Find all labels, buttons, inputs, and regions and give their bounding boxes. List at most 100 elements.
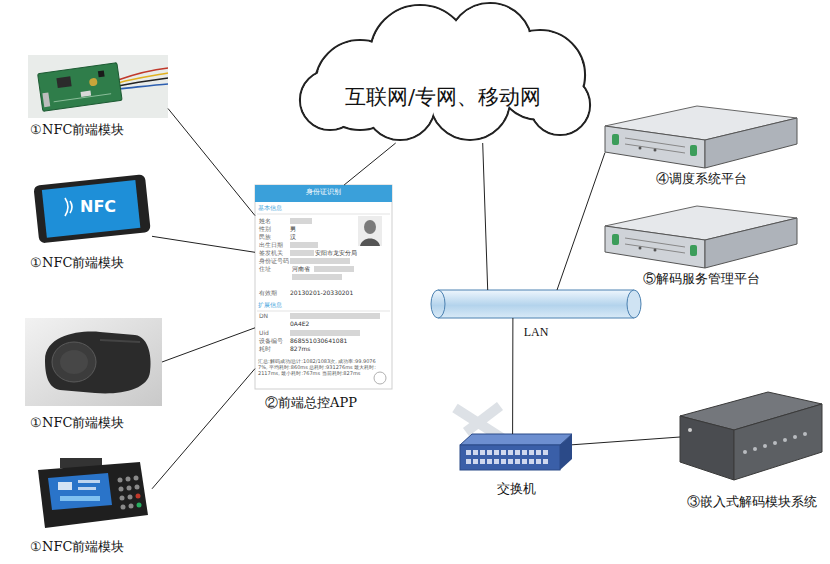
switch-picture	[480, 450, 485, 455]
screen-text: 住址	[259, 266, 271, 273]
app-screenshot	[290, 242, 318, 248]
lan-pipe	[431, 290, 445, 318]
server-picture	[605, 126, 705, 168]
node-caption: ③嵌入式解码模块系统	[687, 495, 817, 510]
switch-picture	[515, 459, 520, 464]
lan-pipe	[431, 290, 641, 318]
screen-text: 签发机关	[259, 250, 283, 257]
switch-picture	[543, 459, 548, 464]
switch-picture	[494, 450, 499, 455]
screen-text: 20130201-20330201	[290, 290, 353, 297]
decoder-device-picture	[743, 432, 807, 454]
server-picture	[690, 245, 697, 256]
screen-text: 河南省	[292, 266, 310, 273]
nfc-phone-picture	[42, 180, 141, 238]
nfc-pos-picture	[58, 482, 72, 490]
switch-picture	[501, 459, 506, 464]
decoder-device-picture	[688, 428, 692, 432]
screen-text: 耗时	[259, 346, 271, 353]
node-caption: ⑤解码服务管理平台	[643, 272, 760, 287]
nfc-phone-picture	[33, 174, 150, 243]
app-screenshot	[290, 330, 360, 336]
lan-pipe	[627, 290, 641, 318]
switch-picture	[522, 459, 527, 464]
screen-text: Uid	[259, 330, 269, 337]
lan-bus: LAN	[431, 290, 641, 318]
app-screenshot	[257, 214, 390, 215]
nfc-band-picture	[52, 342, 96, 382]
screen-text: 安阳市龙安分局	[315, 250, 357, 257]
switch-picture	[480, 459, 485, 464]
switch-picture	[529, 459, 534, 464]
switch-picture	[522, 450, 527, 455]
switch-picture	[536, 450, 541, 455]
nfc-pos-picture	[38, 458, 148, 528]
lan-pipe	[438, 318, 634, 319]
switch-picture	[515, 450, 520, 455]
nfc-phone-picture	[65, 198, 68, 216]
app-screenshot	[255, 185, 392, 202]
node-caption: 交换机	[497, 482, 536, 497]
server-picture	[612, 234, 619, 245]
app-screenshot	[358, 216, 382, 246]
lan-pipe	[438, 290, 634, 291]
switch-picture	[473, 450, 478, 455]
switch-picture	[487, 459, 492, 464]
screen-text: 民族	[259, 234, 271, 241]
connector-line	[483, 143, 488, 290]
node-caption: ②前端总控APP	[265, 396, 357, 411]
app-screenshot	[255, 185, 392, 389]
nfc-board-picture	[81, 91, 92, 97]
connector-line	[572, 437, 680, 445]
nfc-pos-picture	[137, 503, 142, 508]
screen-text: 身份证号码	[259, 258, 289, 265]
screen-text: 汇总:解码成功/总计:1082/1083次, 成功率:99.90767%, 平均…	[258, 358, 376, 376]
switch-picture	[460, 434, 572, 445]
app-screenshot	[290, 250, 314, 256]
server-picture	[612, 134, 619, 145]
nfc-phone-picture	[33, 174, 150, 243]
decoder-system: ③嵌入式解码模块系统	[680, 392, 824, 482]
nfc-board-picture	[98, 71, 105, 78]
nfc-pos-picture	[135, 485, 140, 490]
switch-picture	[529, 450, 534, 455]
decoder-device-picture	[803, 432, 807, 436]
decoder-device-picture	[783, 438, 787, 442]
server-picture	[639, 147, 642, 150]
node-caption: ①NFC前端模块	[30, 416, 124, 431]
app-screenshot	[364, 220, 376, 234]
decoder-device-picture	[773, 441, 777, 445]
app-screenshot	[314, 266, 354, 272]
switch-picture	[460, 445, 560, 470]
server: ⑤解码服务管理平台	[605, 206, 797, 268]
decoder-device-picture	[734, 404, 822, 480]
screen-text: 设备编号	[259, 338, 283, 345]
switch-picture	[494, 459, 499, 464]
nfc-module: ①NFC前端模块	[25, 318, 162, 406]
nfc-band-picture	[45, 332, 151, 394]
screen-text: 扩展信息	[258, 302, 282, 309]
screen-text: 男	[290, 226, 296, 233]
nfc-module: ①NFC前端模块	[28, 55, 168, 118]
cloud-text: 互联网/专网、移动网	[345, 85, 541, 109]
nfc-pos-picture	[120, 496, 125, 501]
nfc-pos-picture	[78, 480, 100, 483]
nfc-band-picture	[100, 340, 140, 342]
nfc-pos-picture	[118, 478, 123, 483]
nfc-module: ①NFC前端模块	[30, 455, 152, 530]
network-switch: 交换机	[460, 434, 572, 470]
switch-picture	[560, 434, 572, 470]
decoder-device-picture	[680, 392, 822, 480]
nfc-board-picture	[89, 78, 98, 87]
server-picture	[605, 206, 797, 268]
nfc-pos-picture	[38, 462, 148, 528]
connector-line	[557, 153, 605, 291]
screen-text: 性别	[259, 226, 271, 233]
nfc-pos-picture	[134, 476, 139, 481]
connector-line	[344, 143, 396, 185]
server-picture	[605, 226, 705, 268]
switch-picture	[466, 459, 471, 464]
screen-text: DN	[259, 313, 268, 320]
connector-line	[152, 369, 255, 489]
